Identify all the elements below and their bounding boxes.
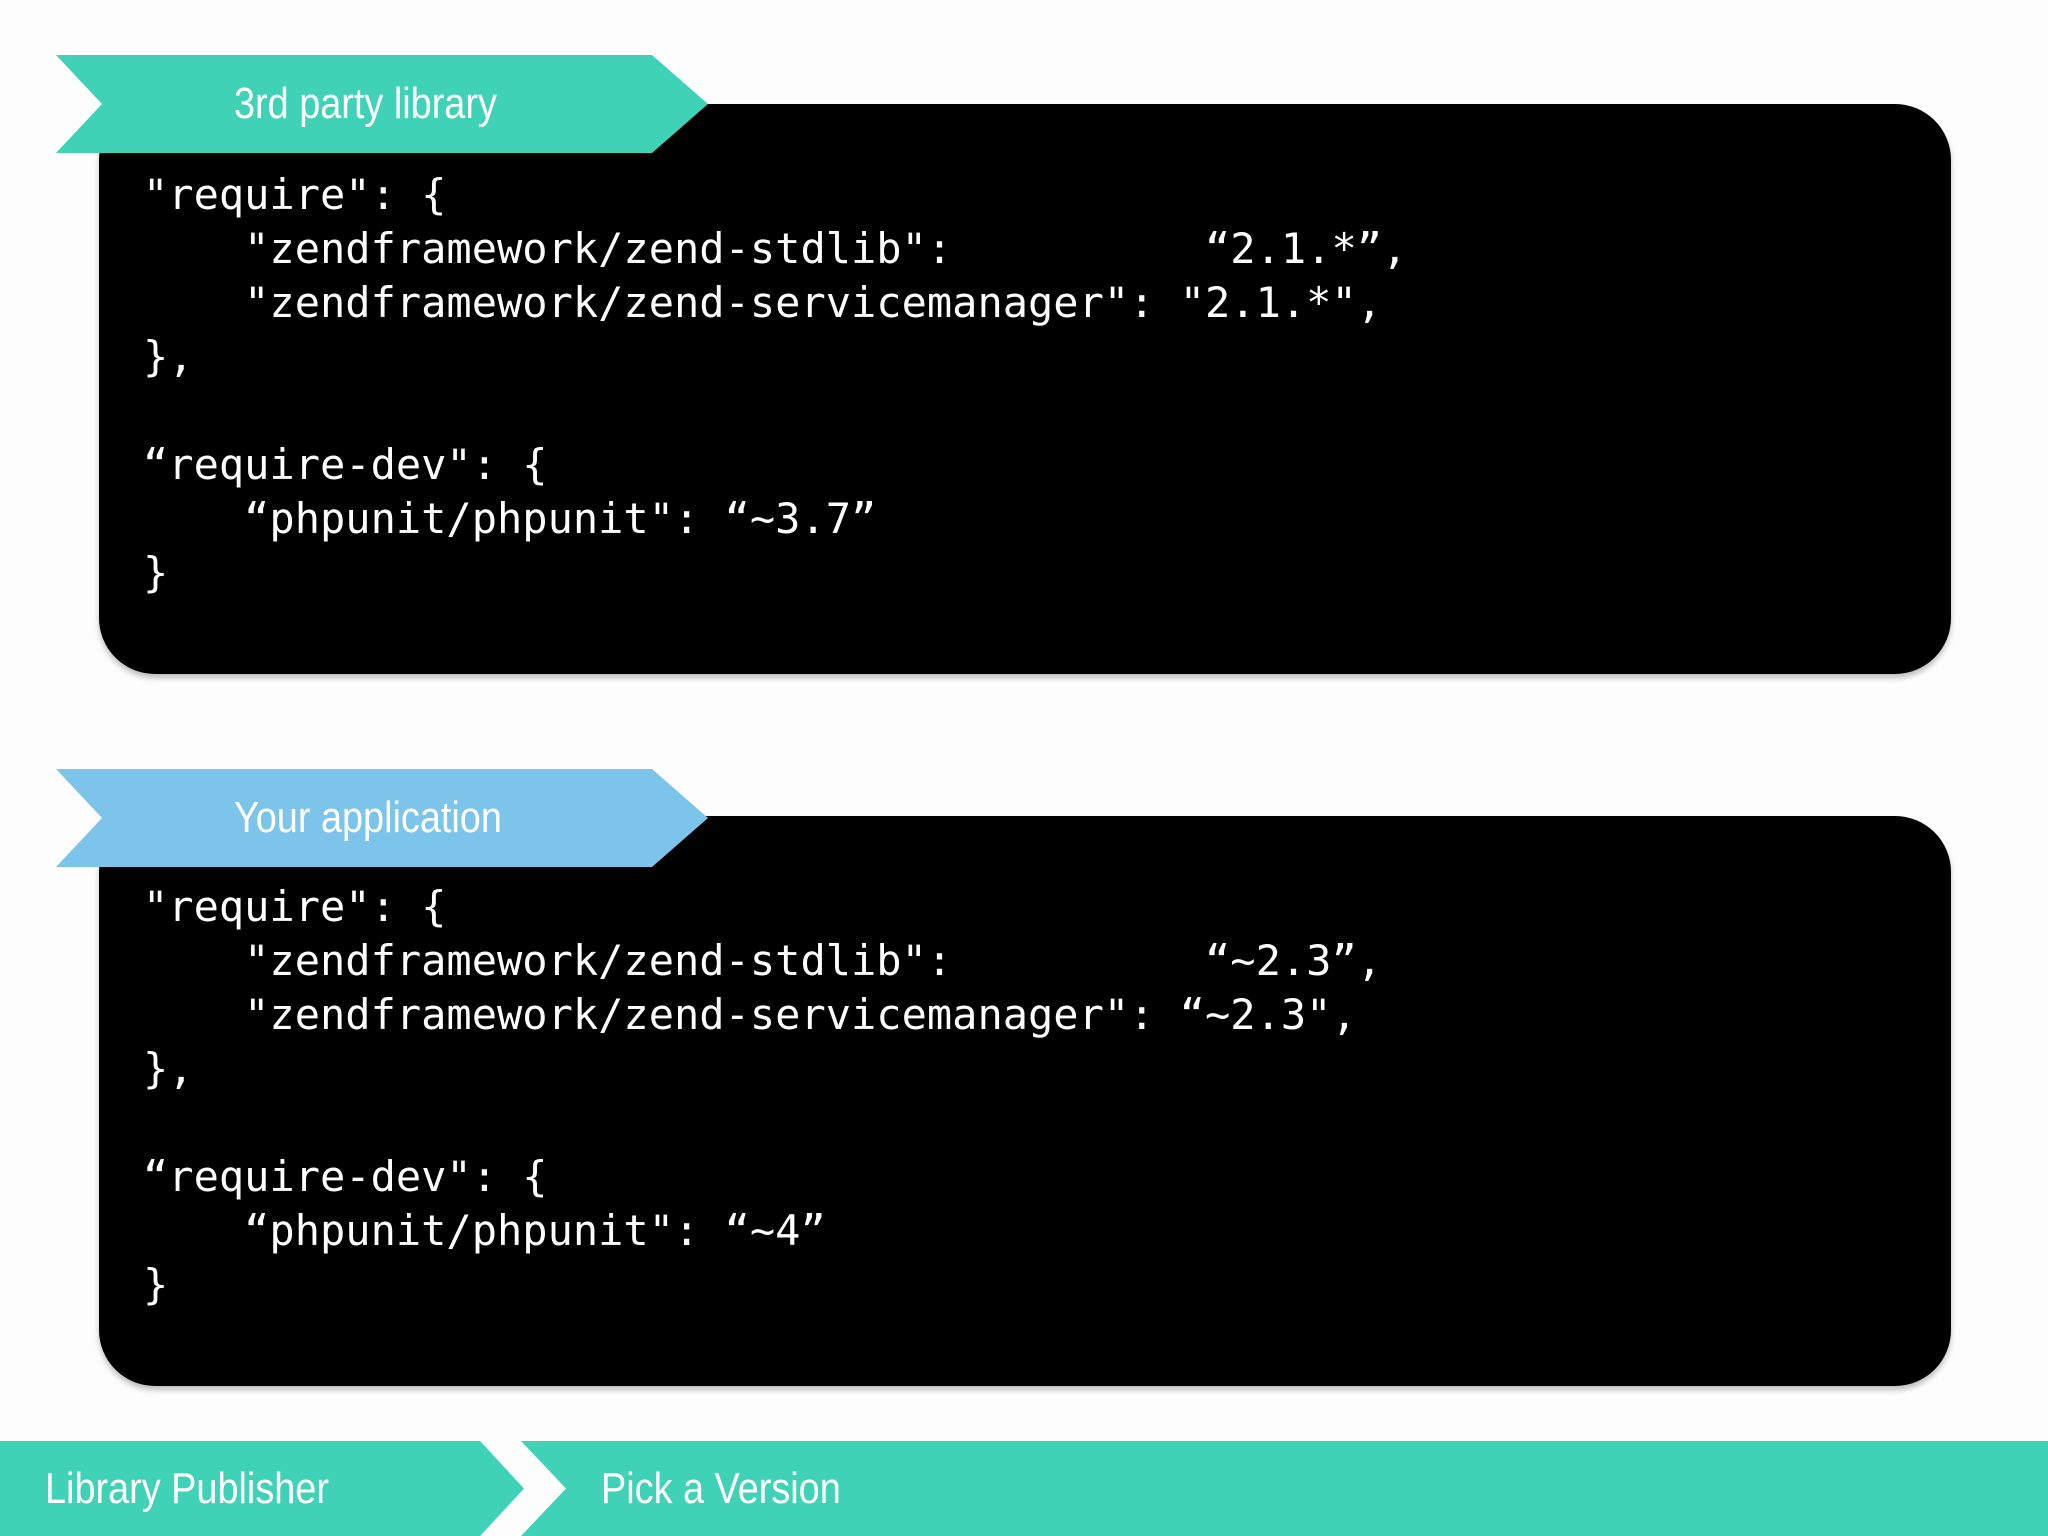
code-line: “phpunit/phpunit": “~4” — [143, 1206, 826, 1255]
code-line: "zendframework/zend-stdlib": “2.1.*”, — [143, 224, 1408, 273]
code-line: "zendframework/zend-servicemanager": “~2… — [143, 990, 1357, 1039]
code-line: "require": { — [143, 882, 447, 931]
code-panel-your-application: "require": { "zendframework/zend-stdlib"… — [99, 816, 1951, 1386]
code-line: "zendframework/zend-servicemanager": "2.… — [143, 278, 1383, 327]
code-line: "zendframework/zend-stdlib": “~2.3”, — [143, 936, 1383, 985]
code-line — [143, 384, 1407, 438]
code-panel-third-party: "require": { "zendframework/zend-stdlib"… — [99, 104, 1951, 674]
code-block: "require": { "zendframework/zend-stdlib"… — [143, 168, 1407, 600]
code-line: “require-dev": { — [143, 1152, 548, 1201]
code-line: } — [143, 548, 169, 597]
code-line: "require": { — [143, 170, 447, 219]
code-line: } — [143, 1260, 169, 1309]
code-line: “require-dev": { — [143, 440, 548, 489]
code-line — [143, 1096, 1382, 1150]
section-ribbon-third-party: 3rd party library — [56, 55, 708, 153]
breadcrumb-item-library-publisher[interactable]: Library Publisher — [45, 1464, 329, 1513]
section-title: 3rd party library — [234, 79, 497, 128]
ribbon-shape — [56, 769, 708, 867]
code-line: “phpunit/phpunit": “~3.7” — [143, 494, 877, 543]
breadcrumb: Library Publisher Pick a Version — [0, 1441, 2048, 1536]
code-line: }, — [143, 332, 194, 381]
section-title: Your application — [234, 793, 502, 842]
breadcrumb-background — [0, 1441, 2048, 1536]
section-ribbon-your-application: Your application — [56, 769, 708, 867]
breadcrumb-item-pick-a-version[interactable]: Pick a Version — [601, 1464, 841, 1513]
code-block: "require": { "zendframework/zend-stdlib"… — [143, 880, 1382, 1312]
ribbon-shape — [56, 55, 708, 153]
code-line: }, — [143, 1044, 194, 1093]
